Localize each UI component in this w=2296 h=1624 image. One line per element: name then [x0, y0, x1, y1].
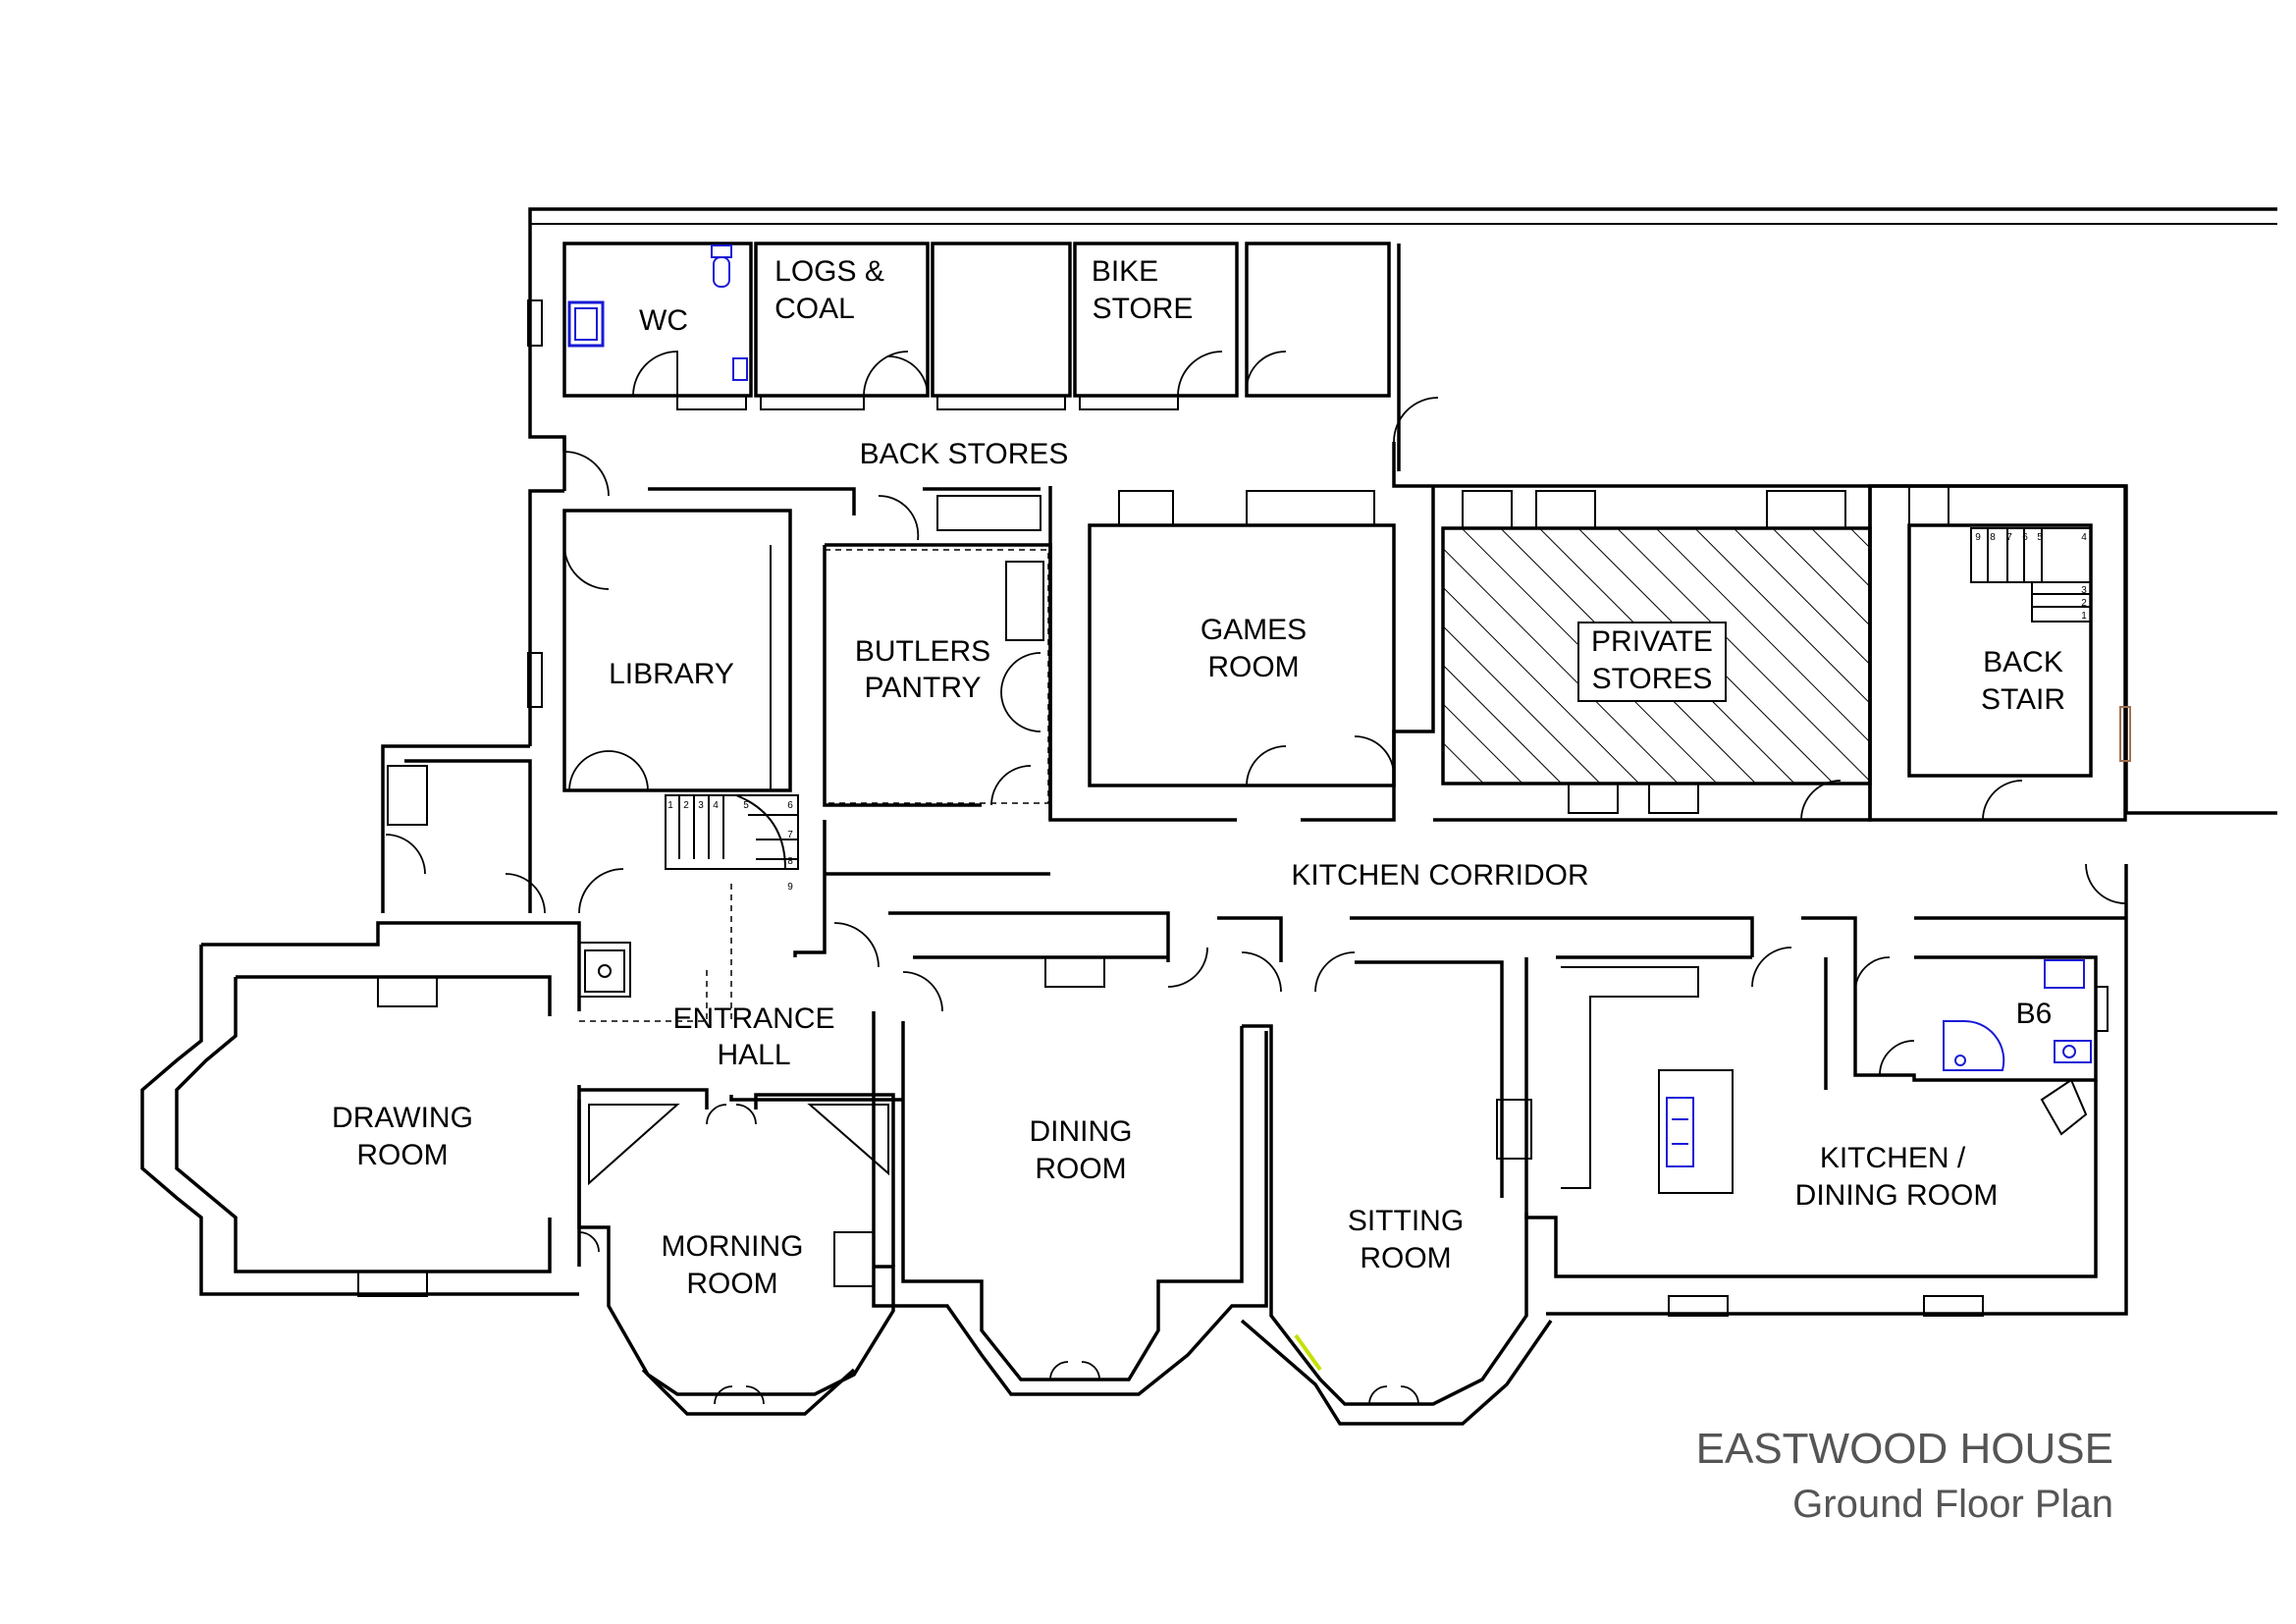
room-label-games-room: GAMES: [1201, 614, 1307, 646]
kitchen-corridor-walls: [888, 911, 2126, 962]
room-label-kitchen-dining: KITCHEN /: [1820, 1142, 1966, 1174]
room-label-b6: B6: [2016, 998, 2053, 1030]
room-label-dining-room: DINING: [1030, 1115, 1133, 1148]
room-label-private-stores: PRIVATE: [1591, 625, 1713, 658]
step-number: 6: [787, 800, 793, 811]
room-label-butlers-pantry: BUTLERS: [855, 635, 990, 668]
step-number: 9: [1975, 532, 1981, 543]
plan-subtitle: Ground Floor Plan: [1792, 1483, 2113, 1526]
private-stores: [1433, 486, 1872, 822]
sitting-room-walls: [1240, 960, 1553, 1426]
morning-room-walls: [577, 1088, 895, 1416]
hob-icon: [1666, 1097, 1694, 1167]
sink-icon: [584, 949, 625, 993]
room-label-entrance-hall: HALL: [717, 1039, 790, 1071]
room-label-drawing-room: ROOM: [356, 1139, 448, 1171]
dining-room-walls: [872, 955, 1268, 1396]
basin-icon: [1943, 1019, 2005, 1071]
step-number: 9: [787, 882, 793, 893]
kitchen-dining-walls: [1524, 955, 2098, 1317]
step-number: 5: [743, 800, 749, 811]
room-label-morning-room: ROOM: [686, 1268, 777, 1300]
back-stores-corridor: [562, 437, 1396, 515]
butlers-pantry-walls: [823, 495, 1052, 820]
room-label-kitchen-dining: DINING ROOM: [1795, 1179, 1999, 1212]
plan-title: EASTWOOD HOUSE: [1696, 1425, 2113, 1473]
room-label-butlers-pantry: PANTRY: [865, 672, 982, 704]
step-number: 1: [2081, 611, 2087, 622]
drawing-room-walls: [140, 765, 581, 1297]
step-number: 1: [667, 800, 673, 811]
step-number: 5: [2037, 532, 2043, 543]
toilet-icon: [2054, 1040, 2092, 1063]
room-label-wc: WC: [639, 304, 688, 337]
title-block: EASTWOOD HOUSE Ground Floor Plan: [1696, 1425, 2113, 1526]
games-room-walls: [1048, 486, 1435, 822]
step-number: 2: [2081, 598, 2087, 609]
b6-walls: [1824, 955, 2109, 1090]
room-label-logs-coal: LOGS &: [774, 255, 884, 288]
room-labels: WC LOGS & COAL BIKE STORE BACK STORES LI…: [332, 255, 2065, 1300]
room-label-entrance-hall: ENTRANCE: [672, 1002, 834, 1035]
room-label-back-stair: BACK: [1983, 646, 2063, 678]
basin-icon: [732, 357, 748, 381]
step-number: 2: [683, 800, 689, 811]
back-store-cells: [527, 242, 1401, 471]
back-stair-treads: 9 8 7 6 5 4 3 2 1: [1970, 527, 2092, 623]
step-number: 4: [713, 800, 719, 811]
room-label-games-room: ROOM: [1207, 651, 1299, 683]
fixtures: [567, 244, 2092, 1167]
room-label-dining-room: ROOM: [1035, 1153, 1126, 1185]
step-number: 3: [2081, 585, 2087, 596]
room-label-drawing-room: DRAWING: [332, 1102, 473, 1134]
back-stair: 9 8 7 6 5 4 3 2 1: [1868, 484, 2131, 822]
door-swings: [385, 351, 2126, 1405]
main-stair: 1 2 3 4 5 6 7 8 9: [665, 794, 799, 1021]
toilet-icon: [711, 244, 732, 288]
room-label-back-stair: STAIR: [1981, 683, 2065, 716]
step-number: 8: [787, 856, 793, 867]
step-number: 6: [2022, 532, 2028, 543]
room-label-kitchen-corridor: KITCHEN CORRIDOR: [1291, 859, 1588, 892]
step-number: 3: [698, 800, 704, 811]
outer-walls: [528, 207, 2277, 1316]
room-label-private-stores: STORES: [1592, 663, 1713, 695]
room-label-bike-store: BIKE: [1092, 255, 1158, 288]
room-label-sitting-room: ROOM: [1360, 1242, 1451, 1274]
step-number: 7: [2006, 532, 2012, 543]
basin-icon: [567, 300, 605, 348]
room-label-bike-store: STORE: [1093, 293, 1194, 325]
room-label-library: LIBRARY: [609, 658, 734, 690]
library-walls: [527, 509, 792, 792]
room-label-back-stores: BACK STORES: [860, 438, 1069, 470]
basin-icon: [2044, 959, 2085, 989]
step-number: 7: [787, 830, 793, 840]
room-label-morning-room: MORNING: [662, 1230, 804, 1263]
step-number: 4: [2081, 532, 2087, 543]
step-number: 8: [1990, 532, 1996, 543]
room-label-logs-coal: COAL: [774, 293, 855, 325]
room-label-sitting-room: SITTING: [1348, 1205, 1464, 1237]
